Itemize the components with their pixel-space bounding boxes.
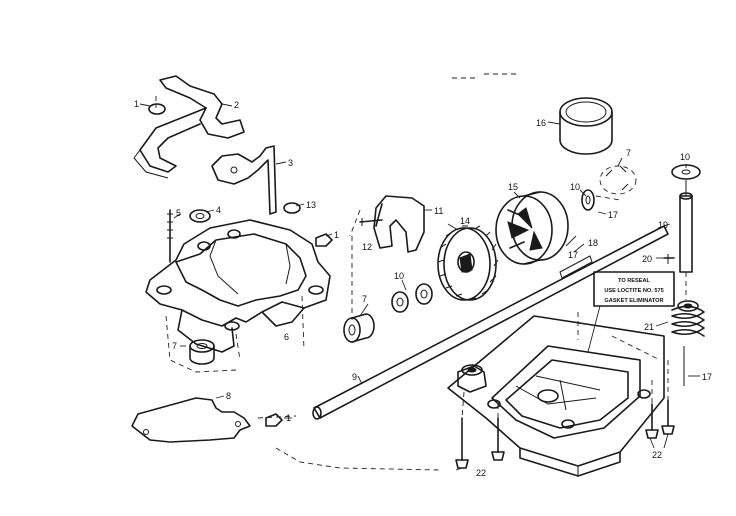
pin-part-20 bbox=[663, 254, 675, 264]
screw-part-1-bottom bbox=[265, 413, 283, 427]
shaft-part-9 bbox=[312, 225, 669, 420]
bracket-part-2 bbox=[133, 75, 245, 179]
callout-10b: 10 bbox=[570, 182, 580, 192]
washers-part-10 bbox=[391, 283, 433, 313]
ring-part-7-right bbox=[599, 165, 637, 195]
callout-17c: 17 bbox=[702, 372, 712, 382]
screw-part-5 bbox=[167, 209, 173, 263]
reseal-note-box: TO RESEAL USE LOCTITE NO. 575 GASKET ELI… bbox=[587, 271, 675, 353]
gear-housing-part-6 bbox=[145, 219, 331, 353]
callout-9: 9 bbox=[352, 372, 357, 382]
note-line-3: GASKET ELIMINATOR bbox=[604, 298, 663, 304]
callout-1a: 1 bbox=[134, 99, 139, 109]
callout-21: 21 bbox=[644, 322, 654, 332]
nut-part-4 bbox=[189, 209, 211, 223]
callout-12: 12 bbox=[362, 242, 372, 252]
callout-4: 4 bbox=[216, 205, 221, 215]
bushing-part-7-center bbox=[343, 313, 375, 343]
callout-3: 3 bbox=[288, 158, 293, 168]
note-line-2: USE LOCTITE NO. 575 bbox=[604, 288, 663, 294]
washer-part-10-right bbox=[581, 189, 595, 211]
callout-22a: 22 bbox=[476, 468, 486, 478]
washer-part-13 bbox=[283, 202, 301, 214]
callout-numbers: 1 2 3 4 5 13 1 6 7 8 1 11 12 14 10 7 9 1… bbox=[134, 99, 712, 478]
callout-10c: 10 bbox=[680, 152, 690, 162]
lower-housing-pan bbox=[447, 315, 665, 477]
callout-6: 6 bbox=[284, 332, 289, 342]
fork-part-11 bbox=[373, 195, 425, 253]
washer-part-1-top bbox=[148, 103, 166, 115]
callout-14: 14 bbox=[460, 216, 470, 226]
gear-part-14 bbox=[437, 225, 499, 301]
cap-part-16 bbox=[559, 97, 613, 155]
screw-part-1-right bbox=[315, 233, 333, 247]
leader-lines bbox=[139, 103, 700, 471]
callout-8: 8 bbox=[226, 391, 231, 401]
callout-1b: 1 bbox=[334, 230, 339, 240]
callout-15: 15 bbox=[508, 182, 518, 192]
callout-19: 19 bbox=[658, 220, 668, 230]
plate-part-3 bbox=[211, 145, 277, 215]
bushing-part-7-left bbox=[189, 339, 215, 365]
note-line-1: TO RESEAL bbox=[618, 278, 650, 284]
callout-5: 5 bbox=[176, 208, 181, 218]
callout-2: 2 bbox=[234, 100, 239, 110]
spring-part-21 bbox=[671, 300, 705, 337]
callout-1c: 1 bbox=[286, 413, 291, 423]
gasket-plate-part-8 bbox=[131, 397, 251, 443]
pin-part-12 bbox=[359, 218, 383, 226]
callout-13: 13 bbox=[306, 200, 316, 210]
clutch-part-15 bbox=[495, 191, 569, 265]
callout-17a: 17 bbox=[608, 210, 618, 220]
callout-7c: 7 bbox=[626, 148, 631, 158]
post-part-19 bbox=[679, 180, 693, 273]
callout-20: 20 bbox=[642, 254, 652, 264]
callout-18: 18 bbox=[588, 238, 598, 248]
callout-17b: 17 bbox=[568, 250, 578, 260]
callout-10a: 10 bbox=[394, 271, 404, 281]
callout-11: 11 bbox=[434, 206, 443, 216]
assembly-lines bbox=[155, 73, 687, 471]
screws-part-22 bbox=[455, 399, 675, 469]
callout-7b: 7 bbox=[362, 294, 367, 304]
callout-16: 16 bbox=[536, 118, 546, 128]
callout-7a: 7 bbox=[172, 341, 177, 351]
callout-22b: 22 bbox=[652, 450, 662, 460]
